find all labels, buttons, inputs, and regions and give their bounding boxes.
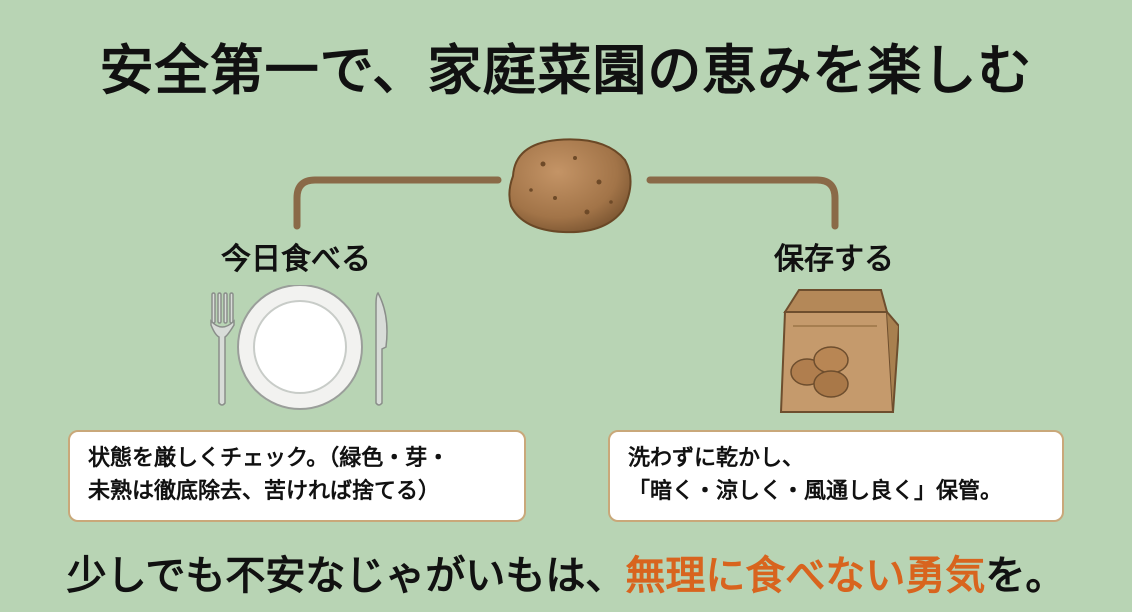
footer-tail: を。 xyxy=(985,553,1066,599)
paper-bag-potatoes-icon xyxy=(779,289,899,413)
note-line: 状態を厳しくチェック。（緑色・芽・ xyxy=(88,446,450,471)
branch-connector xyxy=(293,176,839,230)
note-line: 「暗く・涼しく・風通し良く」保管。 xyxy=(628,479,1003,504)
branch-label-store: 保存する xyxy=(774,242,894,277)
footer-lead: 少しでも不安なじゃがいもは、 xyxy=(66,553,626,599)
note-line: 洗わずに乾かし、 xyxy=(628,446,805,471)
note-eat-today: 状態を厳しくチェック。（緑色・芽・ 未熟は徹底除去、苦ければ捨てる） xyxy=(68,430,526,522)
potato-icon xyxy=(508,138,632,234)
note-store: 洗わずに乾かし、 「暗く・涼しく・風通し良く」保管。 xyxy=(608,430,1064,522)
footer-accent: 無理に食べない勇気 xyxy=(625,553,986,599)
plate-fork-knife-icon xyxy=(210,285,388,410)
note-line: 未熟は徹底除去、苦ければ捨てる） xyxy=(88,479,441,504)
footer-message: 少しでも不安なじゃがいもは、無理に食べない勇気を。 xyxy=(0,548,1132,604)
branch-label-eat-today: 今日食べる xyxy=(221,242,371,277)
page-title: 安全第一で、家庭菜園の恵みを楽しむ xyxy=(99,39,1033,102)
